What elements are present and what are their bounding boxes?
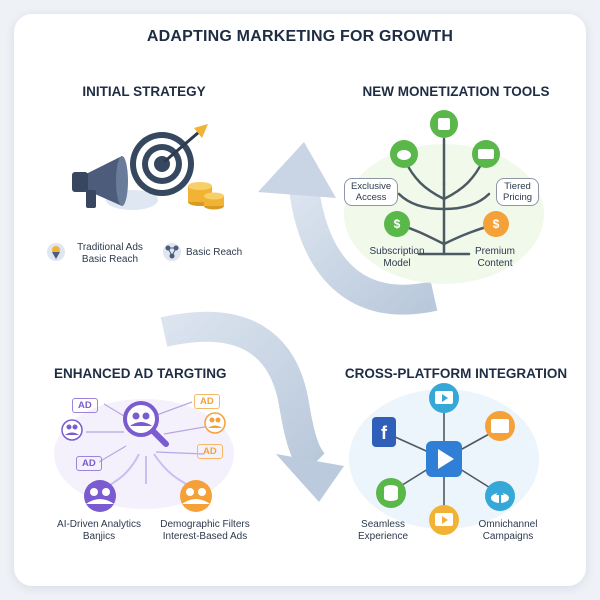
monetization-top-icon — [430, 110, 458, 138]
return-arrow-head — [258, 142, 336, 198]
demographic-users-icon — [180, 480, 212, 512]
page-title: ADAPTING MARKETING FOR GROWTH — [146, 28, 454, 45]
flow-arrows — [160, 142, 438, 502]
tiered-pricing-bubble: Tiered Pricing — [496, 178, 540, 206]
cloud-upload-icon — [485, 481, 515, 511]
ad-tag-4: AD — [197, 444, 223, 459]
infographic-card: ADAPTING MARKETING FOR GROWTH INITIAL ST… — [14, 14, 586, 586]
ai-analytics-label: AI-Driven Analytics Baηjics — [57, 519, 141, 542]
browser-icon — [485, 411, 515, 441]
play-icon — [426, 441, 462, 477]
target-icon — [130, 124, 208, 196]
ad-tag-3: AD — [76, 456, 102, 471]
ad-tag-1: AD — [72, 398, 98, 413]
card-icon — [472, 140, 500, 168]
crossplatform-hub: f — [349, 383, 539, 535]
targeting-title: ENHANCED AD TARGTING — [54, 366, 227, 381]
video-screen-icon — [429, 383, 459, 413]
users-left-icon — [61, 419, 83, 441]
exclusive-access-bubble: Exclusive Access — [344, 178, 399, 206]
coins-icon — [188, 182, 224, 210]
subscription-model-label: Subscription Model — [369, 246, 425, 269]
initial-strategy-illustration — [47, 124, 224, 261]
location-pin-icon — [47, 243, 65, 261]
premium-coin-icon: $ — [483, 211, 509, 237]
video-player-icon — [429, 505, 459, 535]
ad-tag-2: AD — [194, 394, 220, 409]
crossplatform-title: CROSS-PLATFORM INTEGRATION — [344, 366, 568, 381]
omnichannel-campaigns-label: Omnichannel Campaigns — [478, 519, 538, 542]
forward-arrow-head — [276, 454, 344, 502]
return-arrow-body — [289, 186, 438, 315]
magnifier-users-icon — [123, 401, 169, 447]
basic-reach-label: Basic Reach — [186, 247, 243, 258]
users-right-icon — [204, 412, 226, 434]
network-icon — [163, 243, 181, 261]
targeting-illustration — [54, 399, 234, 512]
demographic-filters-label: Demographic Filters Interest-Based Ads — [160, 519, 250, 542]
megaphone-icon — [72, 156, 158, 210]
premium-content-label: Premium Content — [474, 246, 515, 269]
monetization-title: NEW MONETIZATION TOOLS — [362, 84, 550, 99]
svg-text:f: f — [381, 423, 388, 443]
database-icon — [376, 478, 406, 508]
svg-text:$: $ — [394, 217, 401, 231]
analytics-users-icon — [84, 480, 116, 512]
seamless-experience-label: Seamless Experience — [357, 519, 409, 542]
piggy-bank-icon — [390, 140, 418, 168]
traditional-ads-label: Traditional Ads Basic Reach — [77, 242, 143, 265]
forward-arrow-body — [160, 311, 326, 475]
dollar-coin-icon: $ — [384, 211, 410, 237]
initial-strategy-title: INITIAL STRATEGY — [82, 84, 206, 99]
svg-text:$: $ — [493, 217, 500, 231]
facebook-icon: f — [372, 417, 396, 447]
